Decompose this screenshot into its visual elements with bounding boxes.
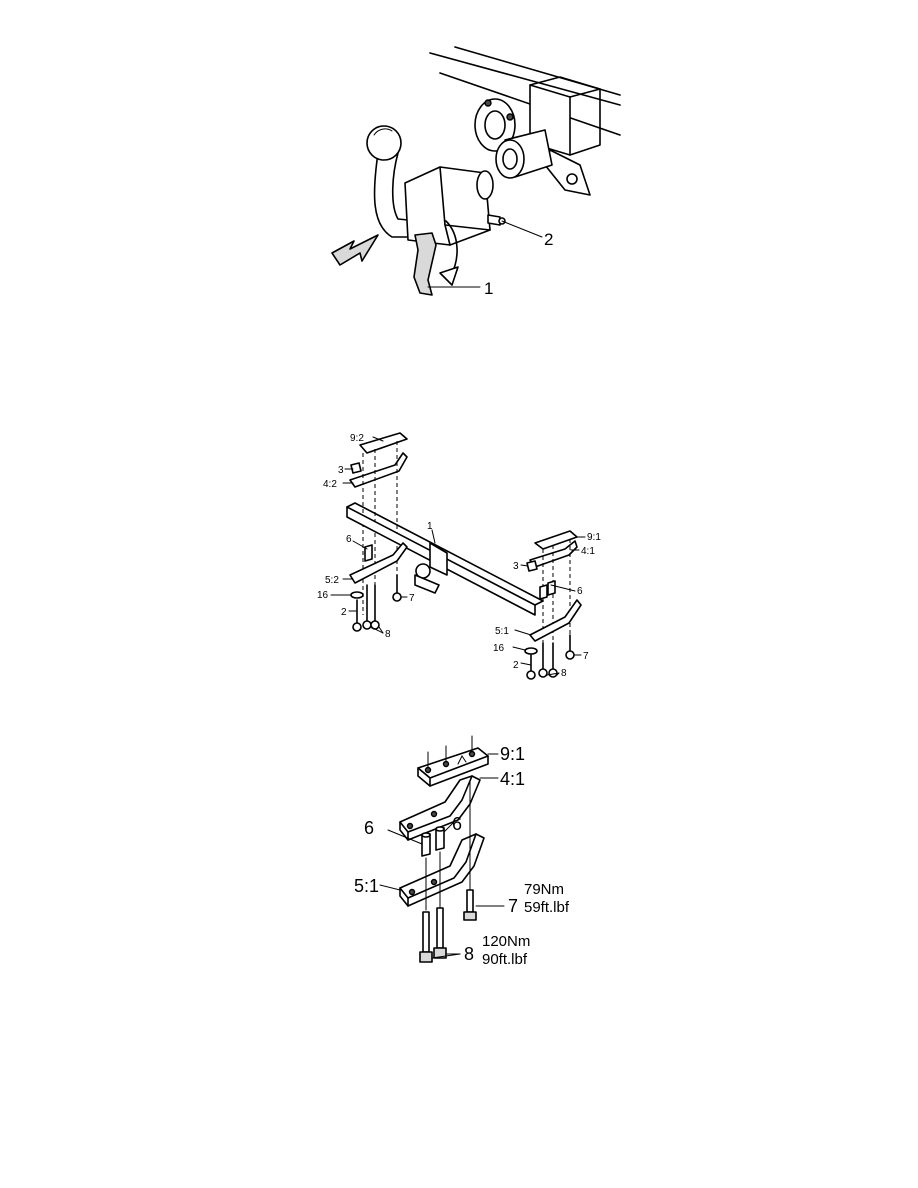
callout-6-right: 6 — [577, 586, 583, 597]
callout-8-left: 8 — [385, 629, 391, 640]
callout-4-1: 4:1 — [581, 546, 595, 557]
torque-7-nm: 79Nm — [524, 881, 564, 898]
callout-7-right: 7 — [583, 651, 589, 662]
callout-1: 1 — [484, 279, 493, 298]
callout-16-left: 16 — [317, 590, 329, 601]
callout-1: 1 — [427, 521, 433, 532]
towbar-removal-illustration: 2 1 — [331, 46, 621, 298]
callout-2: 2 — [544, 230, 553, 249]
torque-7-ftlbf: 59ft.lbf — [524, 899, 570, 916]
callout-3-left: 3 — [338, 465, 344, 476]
figure-exploded-assembly: 9:2 3 4:2 1 6 5:2 16 2 7 8 9:1 4:1 3 6 5… — [315, 425, 620, 685]
torque-8-nm: 120Nm — [482, 933, 530, 950]
callout-4-2: 4:2 — [323, 479, 337, 490]
callout-5-1: 5:1 — [354, 876, 379, 896]
callout-9-2: 9:2 — [350, 433, 364, 444]
callout-6-spacer-a: 6 — [364, 818, 374, 838]
callout-7: 7 — [508, 896, 518, 916]
callout-16-right: 16 — [493, 643, 505, 654]
callout-6-left: 6 — [346, 534, 352, 545]
callout-9-1: 9:1 — [587, 532, 601, 543]
bracket-detail-illustration: 9:1 4:1 6 6 5:1 7 79Nm 59ft.lbf 8 120Nm … — [354, 735, 570, 968]
torque-8-ftlbf: 90ft.lbf — [482, 951, 528, 968]
callout-8-right: 8 — [561, 668, 567, 679]
callout-4-1: 4:1 — [500, 769, 525, 789]
callout-8: 8 — [464, 944, 474, 964]
callout-3-right: 3 — [513, 561, 519, 572]
callout-2-left: 2 — [341, 607, 347, 618]
figure-bracket-detail: 9:1 4:1 6 6 5:1 7 79Nm 59ft.lbf 8 120Nm … — [350, 730, 590, 980]
callout-2-right: 2 — [513, 660, 519, 671]
exploded-assembly-illustration: 9:2 3 4:2 1 6 5:2 16 2 7 8 9:1 4:1 3 6 5… — [317, 432, 601, 680]
callout-9-1: 9:1 — [500, 744, 525, 764]
figure-towbar-removal: 2 1 — [320, 45, 640, 305]
callout-5-1: 5:1 — [495, 626, 509, 637]
callout-5-2: 5:2 — [325, 575, 339, 586]
callout-6-spacer-b: 6 — [452, 814, 462, 834]
callout-7-left: 7 — [409, 593, 415, 604]
